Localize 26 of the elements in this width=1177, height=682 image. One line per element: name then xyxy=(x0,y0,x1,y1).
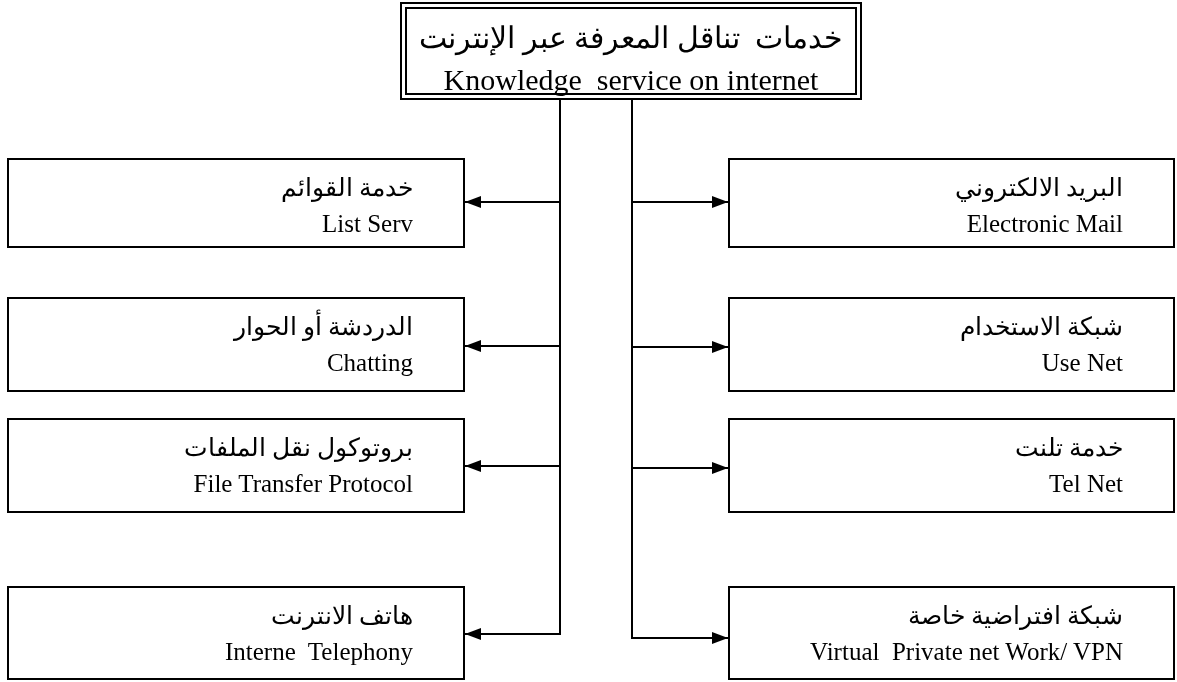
arabic-label: خدمة تلنت xyxy=(1014,434,1123,461)
english-label: Electronic Mail xyxy=(966,210,1123,237)
english-label: List Serv xyxy=(322,210,413,237)
arabic-label: خدمات تناقل المعرفة عبر الإنترنت xyxy=(419,21,843,54)
english-label: Use Net xyxy=(1041,349,1123,376)
english-label: Knowledge service on internet xyxy=(443,63,819,96)
arabic-label: شبكة افتراضية خاصة xyxy=(907,602,1123,629)
english-label: Chatting xyxy=(326,349,413,376)
english-label: Interne Telephony xyxy=(225,638,413,665)
english-label: Virtual Private net Work/ VPN xyxy=(810,638,1123,665)
arabic-label: شبكة الاستخدام xyxy=(959,313,1123,340)
english-label: File Transfer Protocol xyxy=(193,470,413,497)
service-box xyxy=(728,418,1175,513)
arabic-label: بروتوكول نقل الملفات xyxy=(183,434,413,461)
service-box xyxy=(7,586,465,680)
service-box xyxy=(7,158,465,248)
service-box xyxy=(728,158,1175,248)
english-label: Tel Net xyxy=(1049,470,1123,497)
arabic-label: البريد الالكتروني xyxy=(954,174,1123,201)
service-box xyxy=(7,297,465,392)
arabic-label: خدمة القوائم xyxy=(280,174,413,201)
title-box xyxy=(400,2,862,100)
service-box xyxy=(728,297,1175,392)
arabic-label: هاتف الانترنت xyxy=(270,602,413,629)
service-box xyxy=(728,586,1175,680)
service-box xyxy=(7,418,465,513)
